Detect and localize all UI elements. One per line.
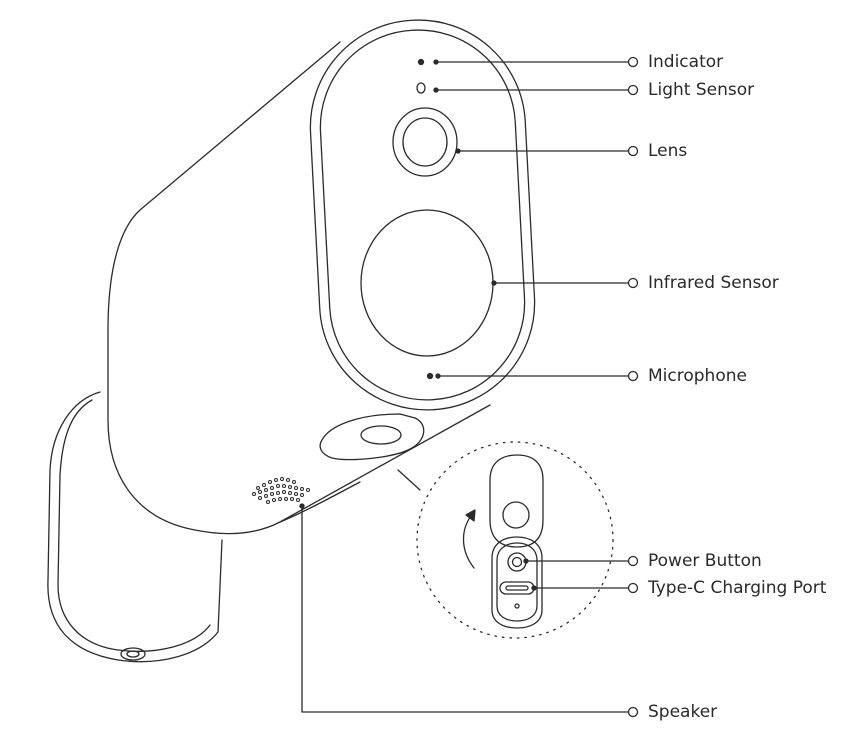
- lens-shape: [392, 107, 458, 177]
- light-sensor-shape: [416, 82, 426, 94]
- camera-body: [107, 41, 491, 535]
- charging-port-label: Type-C Charging Port: [648, 578, 827, 598]
- detail-connector: [397, 469, 421, 491]
- rotation-arrow: [462, 509, 476, 569]
- detail-open-cover: [489, 454, 544, 548]
- indicator-dot: [417, 58, 425, 66]
- power-button-label: Power Button: [648, 551, 762, 571]
- leader-lines: [299, 56, 639, 718]
- camera-front-face: [309, 19, 536, 411]
- speaker-grille: [252, 477, 310, 504]
- infrared-sensor-shape: [360, 209, 494, 357]
- bottom-cover: [319, 413, 425, 461]
- indicator-label: Indicator: [648, 52, 724, 72]
- microphone-label: Microphone: [648, 366, 747, 386]
- light-sensor-label: Light Sensor: [648, 80, 755, 100]
- detail-port-panel: [491, 536, 543, 629]
- detail-circle: [416, 441, 614, 639]
- mount-bracket: [47, 391, 223, 663]
- microphone-dot: [426, 372, 434, 380]
- lens-label: Lens: [648, 141, 688, 161]
- infrared-sensor-label: Infrared Sensor: [648, 273, 779, 293]
- speaker-label: Speaker: [648, 702, 718, 722]
